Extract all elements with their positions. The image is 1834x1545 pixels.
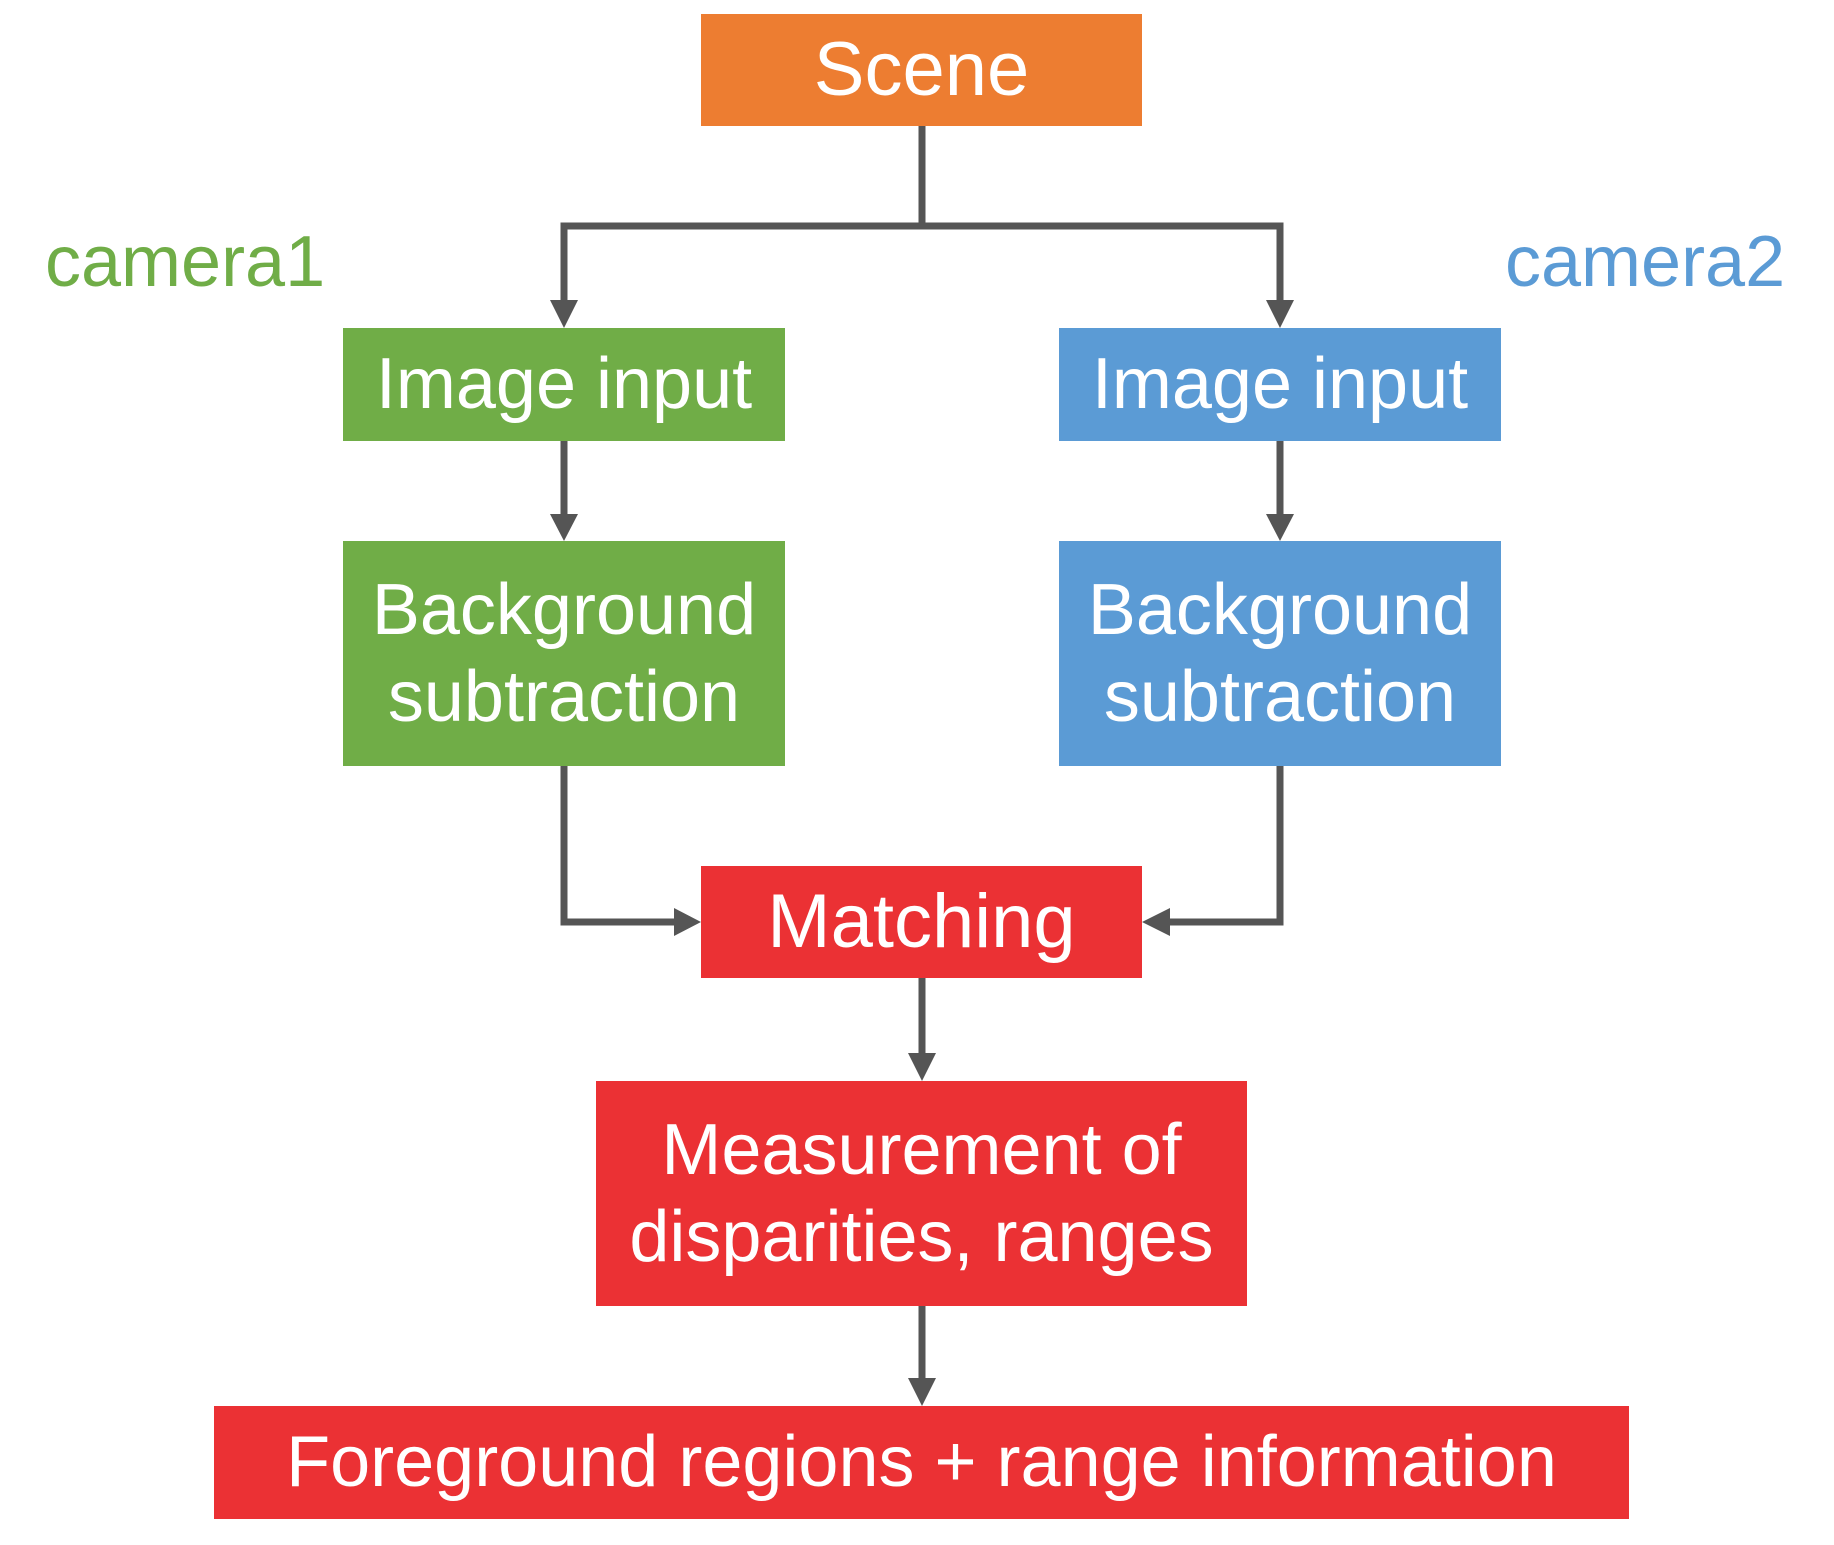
background-subtraction-camera1-line2: subtraction — [387, 656, 741, 737]
measurement-node: Measurement of disparities, ranges — [596, 1081, 1247, 1306]
image-input-node-camera1: Image input — [343, 328, 785, 441]
scene-node: Scene — [701, 14, 1142, 126]
background-subtraction-camera2-line2: subtraction — [1103, 656, 1457, 737]
arrowhead-background-subtraction-2 — [1266, 514, 1294, 541]
image-input-node-camera1-label: Image input — [375, 344, 753, 425]
arrowhead-foreground — [908, 1378, 936, 1406]
background-subtraction-camera1-line1: Background — [371, 570, 757, 651]
edge-background-subtraction-2-to-matching — [1170, 766, 1284, 926]
camera1-label: camera1 — [45, 222, 326, 302]
arrowhead-image-input-1 — [550, 300, 578, 328]
measurement-node-line2: disparities, ranges — [629, 1196, 1214, 1277]
arrowhead-measurement — [908, 1053, 936, 1081]
measurement-node-line1: Measurement of — [661, 1110, 1182, 1191]
arrowhead-background-subtraction-1 — [550, 514, 578, 541]
camera2-label: camera2 — [1505, 222, 1786, 302]
background-subtraction-node-camera2: Background subtraction — [1059, 541, 1501, 766]
background-subtraction-camera2-line1: Background — [1087, 570, 1473, 651]
foreground-node-label: Foreground regions + range information — [286, 1422, 1557, 1503]
edge-scene-to-image-input-1 — [560, 126, 926, 300]
image-input-node-camera2: Image input — [1059, 328, 1501, 441]
arrowhead-matching-left — [674, 908, 701, 936]
matching-node-label: Matching — [767, 879, 1076, 965]
image-input-node-camera2-label: Image input — [1091, 344, 1469, 425]
arrowhead-image-input-2 — [1266, 300, 1294, 328]
background-subtraction-node-camera1: Background subtraction — [343, 541, 785, 766]
arrowhead-matching-right — [1142, 908, 1170, 936]
edge-background-subtraction-1-to-matching — [560, 766, 674, 926]
matching-node: Matching — [701, 866, 1142, 978]
edge-scene-to-image-input-2 — [922, 222, 1284, 300]
scene-node-label: Scene — [813, 27, 1030, 113]
foreground-node: Foreground regions + range information — [214, 1406, 1629, 1519]
